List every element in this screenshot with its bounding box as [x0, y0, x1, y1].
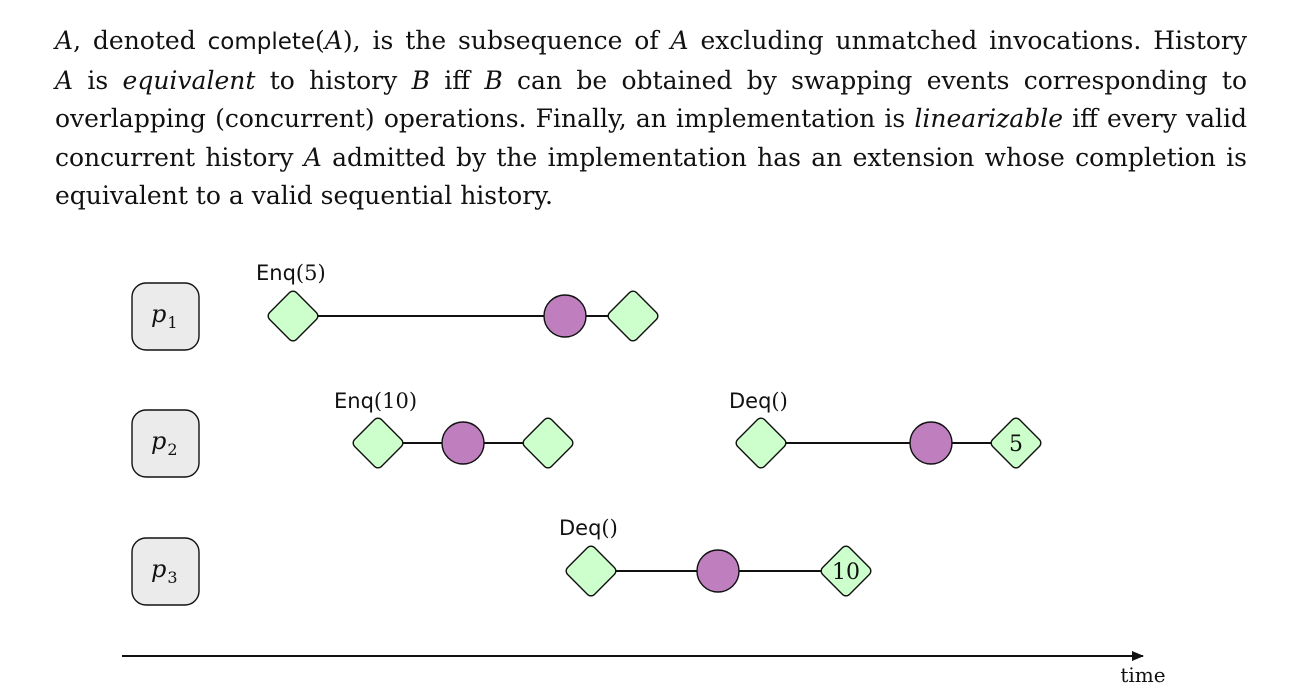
complete-function: complete [207, 29, 316, 55]
text: can be obtained by swapping events corre… [502, 65, 1248, 95]
text: iff every valid [1062, 104, 1247, 133]
operation-label: Deq() [729, 389, 788, 413]
invocation-diamond [735, 417, 787, 469]
emphasis-equivalent: equivalent [122, 65, 256, 95]
linearization-point [909, 421, 953, 465]
text: ), is the subsequence of [342, 26, 671, 55]
process-box-p1: p1 [131, 282, 200, 351]
math-var: B [484, 65, 503, 95]
process-label: p2 [151, 427, 178, 459]
response-diamond [607, 290, 659, 342]
text: to history [255, 65, 412, 95]
paragraph-line-4: concurrent history A admitted by the imp… [55, 139, 1247, 178]
paragraph-line-1: A, denoted complete(A), is the subsequen… [55, 22, 1247, 62]
text: , denoted [73, 26, 208, 55]
paragraph-line-3: overlapping (concurrent) operations. Fin… [55, 100, 1247, 139]
response-diamond [522, 417, 574, 469]
invocation-diamond [565, 545, 617, 597]
math-var: A [55, 26, 74, 55]
linearization-point [696, 549, 740, 593]
linearization-point [543, 294, 587, 338]
operation-label: Deq() [559, 516, 618, 540]
math-var: B [411, 65, 430, 95]
response-value: 5 [1009, 432, 1023, 457]
process-box-p3: p3 [131, 537, 200, 606]
text: iff [429, 65, 485, 95]
paragraph-line-2: A is equivalent to history B iff B can b… [55, 62, 1247, 101]
invocation-diamond [352, 417, 404, 469]
text: overlapping (concurrent) operations. Fin… [55, 104, 915, 133]
process-box-p2: p2 [131, 409, 200, 478]
text: excluding unmatched invocations. History [688, 26, 1247, 55]
emphasis-linearizable: linearizable [914, 104, 1063, 133]
math-var: A [303, 142, 322, 172]
body-paragraph: A, denoted complete(A), is the subsequen… [55, 22, 1247, 216]
math-var: A [324, 26, 343, 55]
paragraph-line-5: equivalent to a valid sequential history… [55, 177, 1247, 216]
response-diamond [990, 417, 1042, 469]
operation-label: Enq(10) [334, 389, 417, 413]
text: admitted by the implementation has an ex… [321, 142, 1248, 172]
math-var: A [55, 65, 74, 95]
operation-p2-enq10: Enq(10) [334, 389, 574, 469]
linearization-point [441, 421, 485, 465]
text: equivalent to a valid sequential history… [55, 181, 553, 210]
process-label: p1 [151, 300, 178, 332]
text: concurrent history [55, 142, 304, 172]
text: ( [315, 26, 325, 55]
operation-label: Enq(5) [256, 261, 326, 285]
text: is [73, 65, 123, 95]
response-value: 10 [832, 560, 860, 585]
invocation-diamond [267, 290, 319, 342]
operation-p1-enq5: Enq(5) [256, 261, 659, 342]
process-label: p3 [151, 555, 178, 587]
operation-p2-deq: 5 Deq() [729, 389, 1042, 469]
time-axis-label: time [1120, 663, 1165, 687]
response-diamond [820, 545, 872, 597]
math-var: A [670, 26, 689, 55]
operation-p3-deq: 10 Deq() [559, 516, 872, 597]
